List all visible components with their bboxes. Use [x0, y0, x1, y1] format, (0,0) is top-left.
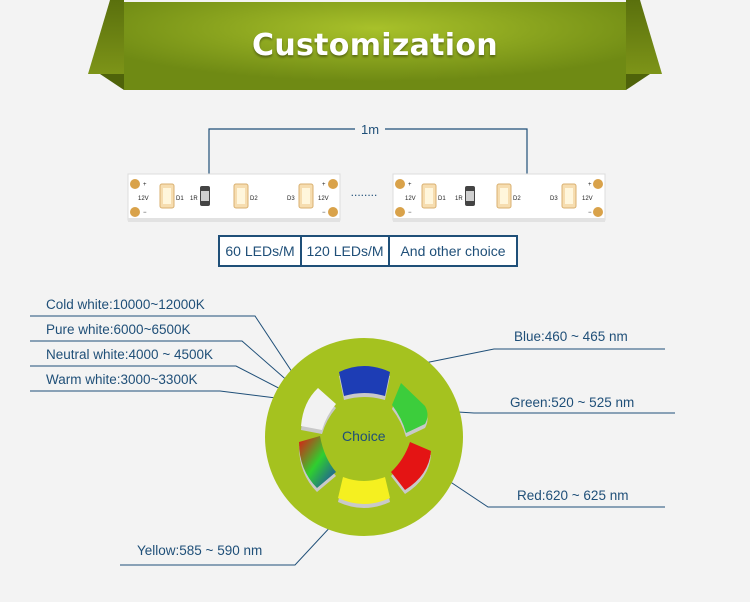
strip-segment-left	[127, 173, 341, 222]
strip-text: −	[408, 210, 412, 216]
strip-text: 12V	[582, 196, 593, 202]
led-strip-diagram: 1m 12V D1 1R D2 D3 12V + − + − ........ 12V D1…	[127, 122, 606, 222]
option-other-choice: And other choice	[388, 235, 518, 267]
strip-text: 12V	[138, 196, 149, 202]
strip-text: +	[408, 182, 412, 188]
label-yellow: Yellow:585 ~ 590 nm	[137, 543, 263, 558]
page-title: Customization	[252, 28, 498, 63]
color-choice-diagram	[30, 315, 675, 566]
strip-text: +	[322, 182, 326, 188]
label-red: Red:620 ~ 625 nm	[517, 488, 629, 503]
strip-dots: ........	[351, 185, 378, 199]
yellow-led-chip	[338, 477, 390, 508]
strip-text: −	[322, 210, 326, 216]
option-60-leds: 60 LEDs/M	[218, 235, 302, 267]
strip-text: 12V	[318, 196, 329, 202]
choice-label: Choice	[342, 428, 386, 444]
red-led-chip	[391, 442, 431, 494]
strip-text: D1	[438, 196, 446, 202]
strip-text: +	[143, 182, 147, 188]
title-banner	[88, 0, 662, 90]
green-led-chip	[392, 383, 428, 437]
length-label: 1m	[361, 122, 379, 137]
strip-text: D3	[287, 196, 295, 202]
label-neutral-white: Neutral white:4000 ~ 4500K	[46, 347, 213, 362]
strip-text: 1R	[190, 196, 198, 202]
strip-text: −	[588, 210, 592, 216]
strip-text: 12V	[405, 196, 416, 202]
strip-text: D2	[250, 196, 258, 202]
blue-led-chip	[339, 366, 390, 400]
label-blue: Blue:460 ~ 465 nm	[514, 329, 628, 344]
strip-text: D2	[513, 196, 521, 202]
strip-segment-right	[392, 173, 606, 222]
rgb-led-chip	[299, 436, 336, 492]
strip-text: +	[588, 182, 592, 188]
label-green: Green:520 ~ 525 nm	[510, 395, 635, 410]
strip-text: 1R	[455, 196, 463, 202]
label-cold-white: Cold white:10000~12000K	[46, 297, 205, 312]
option-120-leds: 120 LEDs/M	[300, 235, 390, 267]
strip-text: D3	[550, 196, 558, 202]
strip-text: D1	[176, 196, 184, 202]
label-pure-white: Pure white:6000~6500K	[46, 322, 191, 337]
strip-text: −	[143, 210, 147, 216]
white-led-chip	[301, 388, 336, 434]
label-warm-white: Warm white:3000~3300K	[46, 372, 198, 387]
